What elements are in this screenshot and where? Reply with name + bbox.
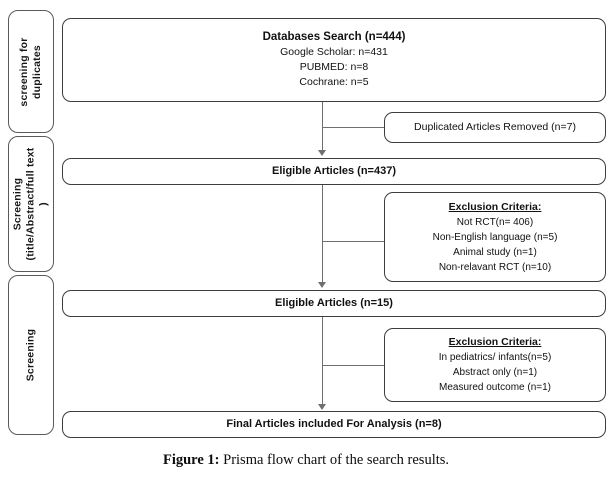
- databases-search-source-google-scholar: Google Scholar: n=431: [280, 46, 388, 58]
- node-eligible-articles-437: Eligible Articles (n=437): [62, 158, 606, 185]
- node-exclusion-criteria-2: Exclusion Criteria: In pediatrics/ infan…: [384, 328, 606, 402]
- figure-caption: Figure 1: Prisma flow chart of the searc…: [0, 452, 612, 469]
- arrowhead-eligible437-to-eligible15: [318, 282, 326, 288]
- connector-to-exclusion-criteria-2: [322, 365, 384, 366]
- connector-to-exclusion-criteria-1: [322, 241, 384, 242]
- duplicated-articles-removed-text: Duplicated Articles Removed (n=7): [414, 121, 576, 133]
- exclusion-criteria-1-item-not-rct: Not RCT(n= 406): [456, 216, 534, 228]
- node-final-articles-included: Final Articles included For Analysis (n=…: [62, 411, 606, 438]
- exclusion-criteria-1-item-non-relavant-rct: Non-relavant RCT (n=10): [438, 261, 552, 273]
- exclusion-criteria-2-item-abstract-only: Abstract only (n=1): [452, 367, 538, 378]
- databases-search-title: Databases Search (n=444): [262, 31, 406, 43]
- eligible-articles-437-text: Eligible Articles (n=437): [272, 165, 396, 177]
- figure-caption-body: Prisma flow chart of the search results.: [223, 452, 450, 468]
- figure-caption-label: Figure 1:: [162, 452, 220, 468]
- databases-search-source-cochrane: Cochrane: n=5: [299, 76, 369, 88]
- exclusion-criteria-2-item-pediatrics: In pediatrics/ infants(n=5): [438, 352, 552, 363]
- connector-to-duplicates-removed: [322, 127, 384, 128]
- final-articles-included-text: Final Articles included For Analysis (n=…: [226, 418, 442, 430]
- node-eligible-articles-15: Eligible Articles (n=15): [62, 290, 606, 317]
- node-exclusion-criteria-1: Exclusion Criteria: Not RCT(n= 406) Non-…: [384, 192, 606, 282]
- exclusion-criteria-2-item-measured-outcome: Measured outcome (n=1): [438, 382, 551, 393]
- exclusion-criteria-2-title: Exclusion Criteria:: [448, 336, 542, 348]
- node-duplicated-articles-removed: Duplicated Articles Removed (n=7): [384, 112, 606, 143]
- connector-eligible437-to-eligible15: [322, 185, 323, 284]
- stage-bracket-screening-title-abstract-full-text: Screening (title/Abstract/full text ): [8, 136, 54, 272]
- eligible-articles-15-text: Eligible Articles (n=15): [275, 297, 393, 309]
- connector-eligible15-to-final: [322, 317, 323, 406]
- node-databases-search: Databases Search (n=444) Google Scholar:…: [62, 18, 606, 102]
- stage-bracket-duplicates: screening for duplicates: [8, 10, 54, 133]
- exclusion-criteria-1-item-non-english: Non-English language (n=5): [432, 231, 558, 243]
- databases-search-source-pubmed: PUBMED: n=8: [299, 61, 369, 73]
- arrowhead-search-to-eligible437: [318, 150, 326, 156]
- exclusion-criteria-1-title: Exclusion Criteria:: [448, 200, 542, 213]
- stage-bracket-screening: Screening: [8, 275, 54, 435]
- stage-label-screening: Screening: [24, 328, 37, 382]
- stage-label-screening-title-abstract-full-text: Screening (title/Abstract/full text ): [11, 147, 50, 261]
- stage-label-duplicates: screening for duplicates: [18, 36, 43, 107]
- arrowhead-eligible15-to-final: [318, 404, 326, 410]
- exclusion-criteria-1-item-animal-study: Animal study (n=1): [453, 246, 537, 258]
